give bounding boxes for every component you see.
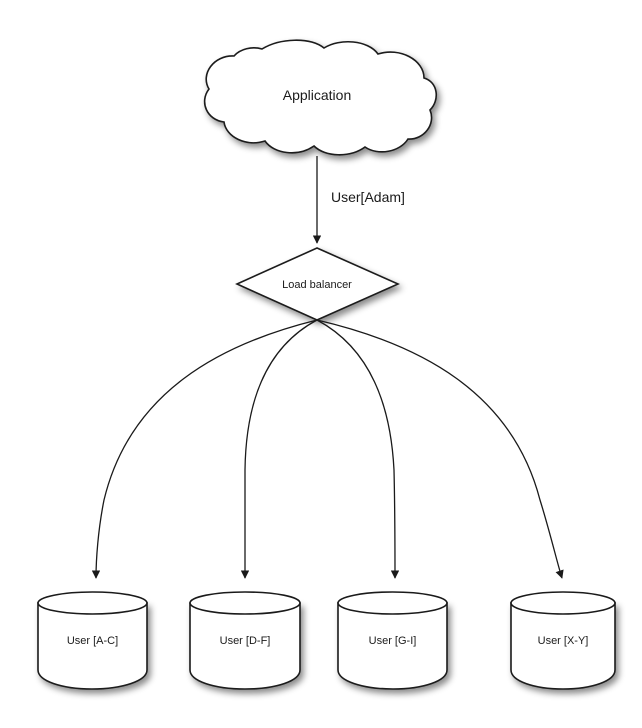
load-balancer-label: Load balancer	[282, 279, 352, 291]
cylinder-body	[510, 602, 616, 690]
edge-label-user-adam: User[Adam]	[331, 189, 405, 205]
node-database-g-i[interactable]: User [G-I]	[337, 591, 448, 690]
edge-to-db-x-y	[316, 319, 564, 579]
cylinder-body	[37, 602, 148, 690]
cylinder-top	[37, 591, 148, 615]
cylinder-top	[337, 591, 448, 615]
edge-to-db-d-f	[240, 319, 318, 579]
edge-to-db-g-i	[316, 319, 400, 579]
node-load-balancer[interactable]: Load balancer	[235, 247, 400, 321]
cylinder-body	[189, 602, 301, 690]
node-application[interactable]: Application	[203, 39, 437, 156]
database-label-d-f: User [D-F]	[220, 635, 271, 647]
cylinder-body	[337, 602, 448, 690]
database-label-x-y: User [X-Y]	[538, 635, 589, 647]
cylinder-top	[510, 591, 616, 615]
cloud-shape	[203, 39, 437, 156]
edges-load-balancer-to-databases	[91, 319, 564, 579]
database-label-a-c: User [A-C]	[67, 635, 118, 647]
edge-application-to-load-balancer: User[Adam]	[312, 156, 405, 244]
application-label: Application	[283, 87, 352, 103]
node-database-d-f[interactable]: User [D-F]	[189, 591, 301, 690]
cylinder-top	[189, 591, 301, 615]
node-database-x-y[interactable]: User [X-Y]	[510, 591, 616, 690]
node-database-a-c[interactable]: User [A-C]	[37, 591, 148, 690]
database-label-g-i: User [G-I]	[369, 635, 417, 647]
edge-to-db-a-c	[91, 319, 318, 579]
